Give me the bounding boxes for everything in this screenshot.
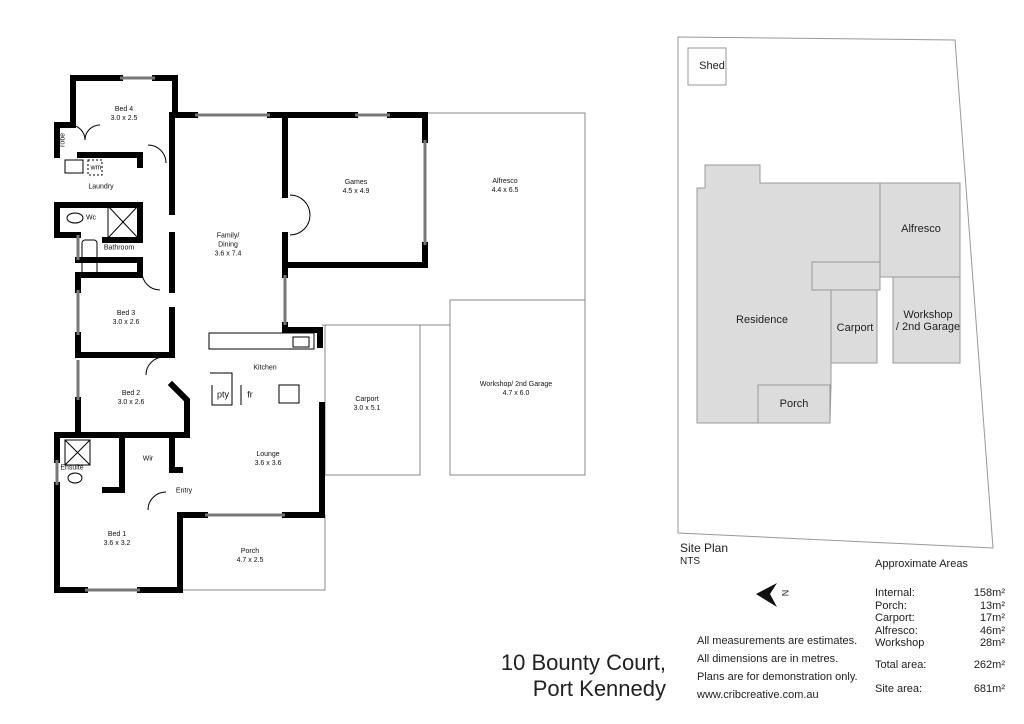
areas-title: Approximate Areas: [875, 558, 968, 570]
site-area-row: Site area:681m²: [875, 683, 1005, 695]
bath-icon: [81, 239, 98, 276]
site-carport-label: Carport: [836, 322, 874, 334]
label-wm: wm: [90, 164, 102, 172]
note: All dimensions are in metres.: [697, 653, 839, 665]
room-wc: Wc: [85, 214, 97, 222]
north-label: N: [780, 589, 790, 597]
room-ensuite: Ensuite: [60, 464, 84, 472]
room-entry: Entry: [175, 487, 193, 495]
shower-icon: [107, 205, 139, 239]
alfresco-block: [879, 182, 961, 278]
site-alfresco-label: Alfresco: [901, 223, 941, 235]
workshop-outline: [449, 299, 586, 476]
outdoor-outlines: [179, 112, 586, 591]
room-wir: Wir: [142, 455, 154, 463]
ensuite-shower-icon: [64, 439, 91, 466]
areas-table: Approximate Areas Internal:158m² Porch:1…: [875, 558, 1005, 696]
note: All measurements are estimates.: [697, 635, 858, 647]
site-shed-label: Shed: [699, 60, 725, 72]
walls: [54, 75, 428, 593]
room-bathroom: Bathroom: [103, 244, 135, 252]
shed-block: [687, 47, 727, 86]
area-row: Porch:13m²: [875, 599, 1005, 612]
washing-machine-icon: [87, 159, 103, 176]
toilet-icon: [66, 212, 84, 224]
site-boundary: [677, 36, 994, 549]
label-fridge: fr: [247, 389, 253, 400]
room-robe: robe: [59, 132, 67, 148]
note: Plans are for demonstration only.: [697, 671, 858, 683]
cooktop-icon: [278, 384, 300, 404]
carport-block: [830, 289, 878, 364]
disclaimer-notes: All measurements are estimates. All dime…: [697, 632, 858, 704]
site-porch-label: Porch: [779, 398, 809, 410]
alfresco-outline: [425, 112, 586, 300]
ensuite-toilet-icon: [67, 472, 83, 484]
fixtures: [64, 124, 315, 511]
site-residence-label: Residence: [736, 314, 788, 326]
windows: [55, 76, 427, 592]
room-pantry: pty: [216, 389, 230, 400]
north-arrow-icon: [756, 583, 777, 607]
area-row: Alfresco:46m²: [875, 624, 1005, 637]
area-row: Carport:17m²: [875, 612, 1005, 624]
door-swing: [147, 144, 167, 164]
site-plan-drawing: [677, 36, 994, 607]
porch-block: [757, 384, 831, 424]
room-laundry: Laundry: [88, 183, 114, 191]
carport-outline: [324, 325, 421, 476]
sink-icon: [64, 159, 84, 174]
workshop-block: [892, 276, 961, 364]
room-kitchen: Kitchen: [253, 364, 277, 372]
kitchen-sink-icon: [292, 336, 310, 348]
area-row: Internal:158m²: [875, 587, 1005, 599]
kitchen-bench: [208, 332, 315, 350]
site-workshop-label: Workshop / 2nd Garage: [895, 309, 961, 333]
website-link: www.cribcreative.com.au: [697, 689, 819, 701]
total-area-row: Total area:262m²: [875, 658, 1005, 671]
property-address: 10 Bounty Court,Port Kennedy: [500, 650, 666, 701]
